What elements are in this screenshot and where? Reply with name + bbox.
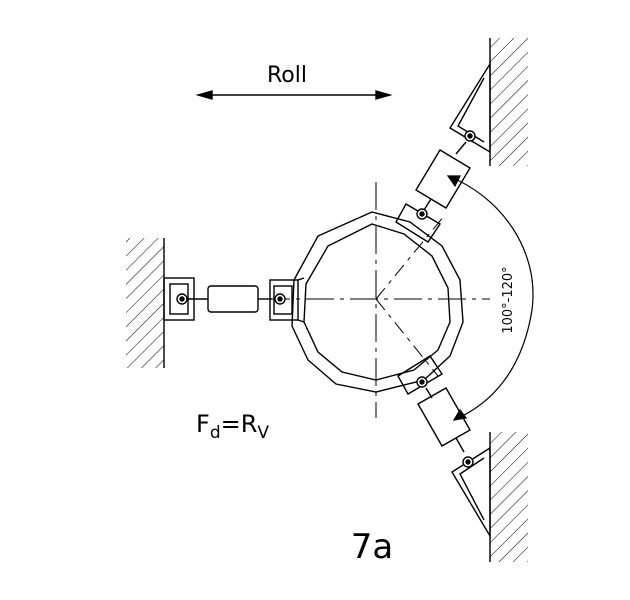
right-upper-wall — [489, 38, 528, 166]
figure-id: 7a — [351, 527, 393, 567]
left-roller-bracket — [269, 279, 299, 321]
reaction-subscript: V — [257, 423, 269, 443]
svg-text:Fd=RV: Fd=RV — [196, 410, 269, 443]
lower-right-cylinder — [417, 387, 471, 447]
roller-body — [291, 211, 464, 393]
angle-dimension — [446, 175, 534, 421]
roller-inner-polygon — [303, 223, 451, 381]
left-damper — [163, 277, 305, 323]
left-wall — [126, 238, 165, 368]
equals-reaction: =R — [221, 410, 258, 438]
angle-label: 100°-120° — [501, 266, 516, 333]
upper-right-cylinder — [415, 149, 471, 209]
right-lower-wall — [489, 432, 528, 562]
roll-label: Roll — [267, 63, 307, 88]
roll-arrow — [195, 90, 393, 100]
lower-right-damper — [397, 355, 491, 539]
force-equation: Fd=RV — [196, 410, 269, 443]
force-symbol: F — [196, 410, 210, 438]
center-lines — [262, 182, 490, 418]
force-subscript: d — [210, 423, 221, 443]
roller-outer-polygon — [291, 211, 464, 393]
upper-right-damper — [395, 61, 491, 243]
left-cylinder — [207, 285, 259, 313]
